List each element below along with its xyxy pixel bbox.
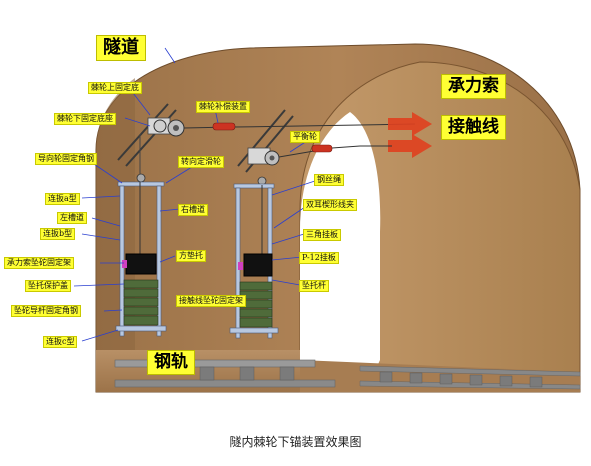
right-weight-stack xyxy=(239,281,273,328)
label-ratchet-upper-base: 棘轮上固定底 xyxy=(88,82,142,94)
left-ratchet-assembly xyxy=(136,117,301,183)
label-plate-c: 连扳c型 xyxy=(43,336,78,348)
tunnel-structure xyxy=(95,43,581,393)
contact-arrow xyxy=(388,134,432,158)
label-rail: 钢轨 xyxy=(147,350,195,375)
label-left-groove: 左槽道 xyxy=(57,212,87,224)
label-right-groove: 右槽道 xyxy=(178,204,208,216)
label-contact-wire: 接触线 xyxy=(441,115,506,140)
label-catenary-weight-frame: 承力索坠砣固定架 xyxy=(4,257,74,269)
label-wire-rope: 钢丝绳 xyxy=(314,174,344,186)
label-ratchet-comp: 棘轮补偿装置 xyxy=(196,101,250,113)
label-guide-wheel-angle: 导向轮固定角钢 xyxy=(35,153,97,165)
rail-track xyxy=(114,359,581,390)
label-turn-pulley: 转向定滑轮 xyxy=(178,156,224,168)
wire-arrows xyxy=(299,112,432,158)
label-contact-weight-frame: 接触线坠砣固定架 xyxy=(176,295,246,307)
label-plate-a: 连扳a型 xyxy=(45,193,80,205)
right-weight-frame xyxy=(229,183,279,339)
label-plate-b: 连扳b型 xyxy=(40,228,76,240)
label-catenary-cable: 承力索 xyxy=(441,74,506,99)
figure-caption: 隧内棘轮下锚装置效果图 xyxy=(229,435,362,449)
label-p12-plate: P-12挂板 xyxy=(299,252,339,264)
label-triangle-plate: 三角挂板 xyxy=(303,229,341,241)
label-double-ear-clamp: 双耳楔形线夹 xyxy=(303,199,357,211)
right-ratchet-assembly xyxy=(247,144,361,186)
label-ratchet-lower-base: 棘轮下固定底座 xyxy=(54,113,116,125)
label-weight-protect-cover: 坠托保护盖 xyxy=(25,280,71,292)
label-weight-guide-angle: 坠砣导杆固定角钢 xyxy=(11,305,81,317)
label-tunnel: 隧道 xyxy=(96,35,146,61)
label-weight-rod: 坠托杆 xyxy=(299,280,329,292)
label-balance-wheel: 平衡轮 xyxy=(290,131,320,143)
left-weight-stack xyxy=(123,279,159,326)
label-square-pad: 方垫托 xyxy=(176,250,206,262)
catenary-arrow xyxy=(388,112,432,136)
left-weight-frame xyxy=(115,181,167,337)
